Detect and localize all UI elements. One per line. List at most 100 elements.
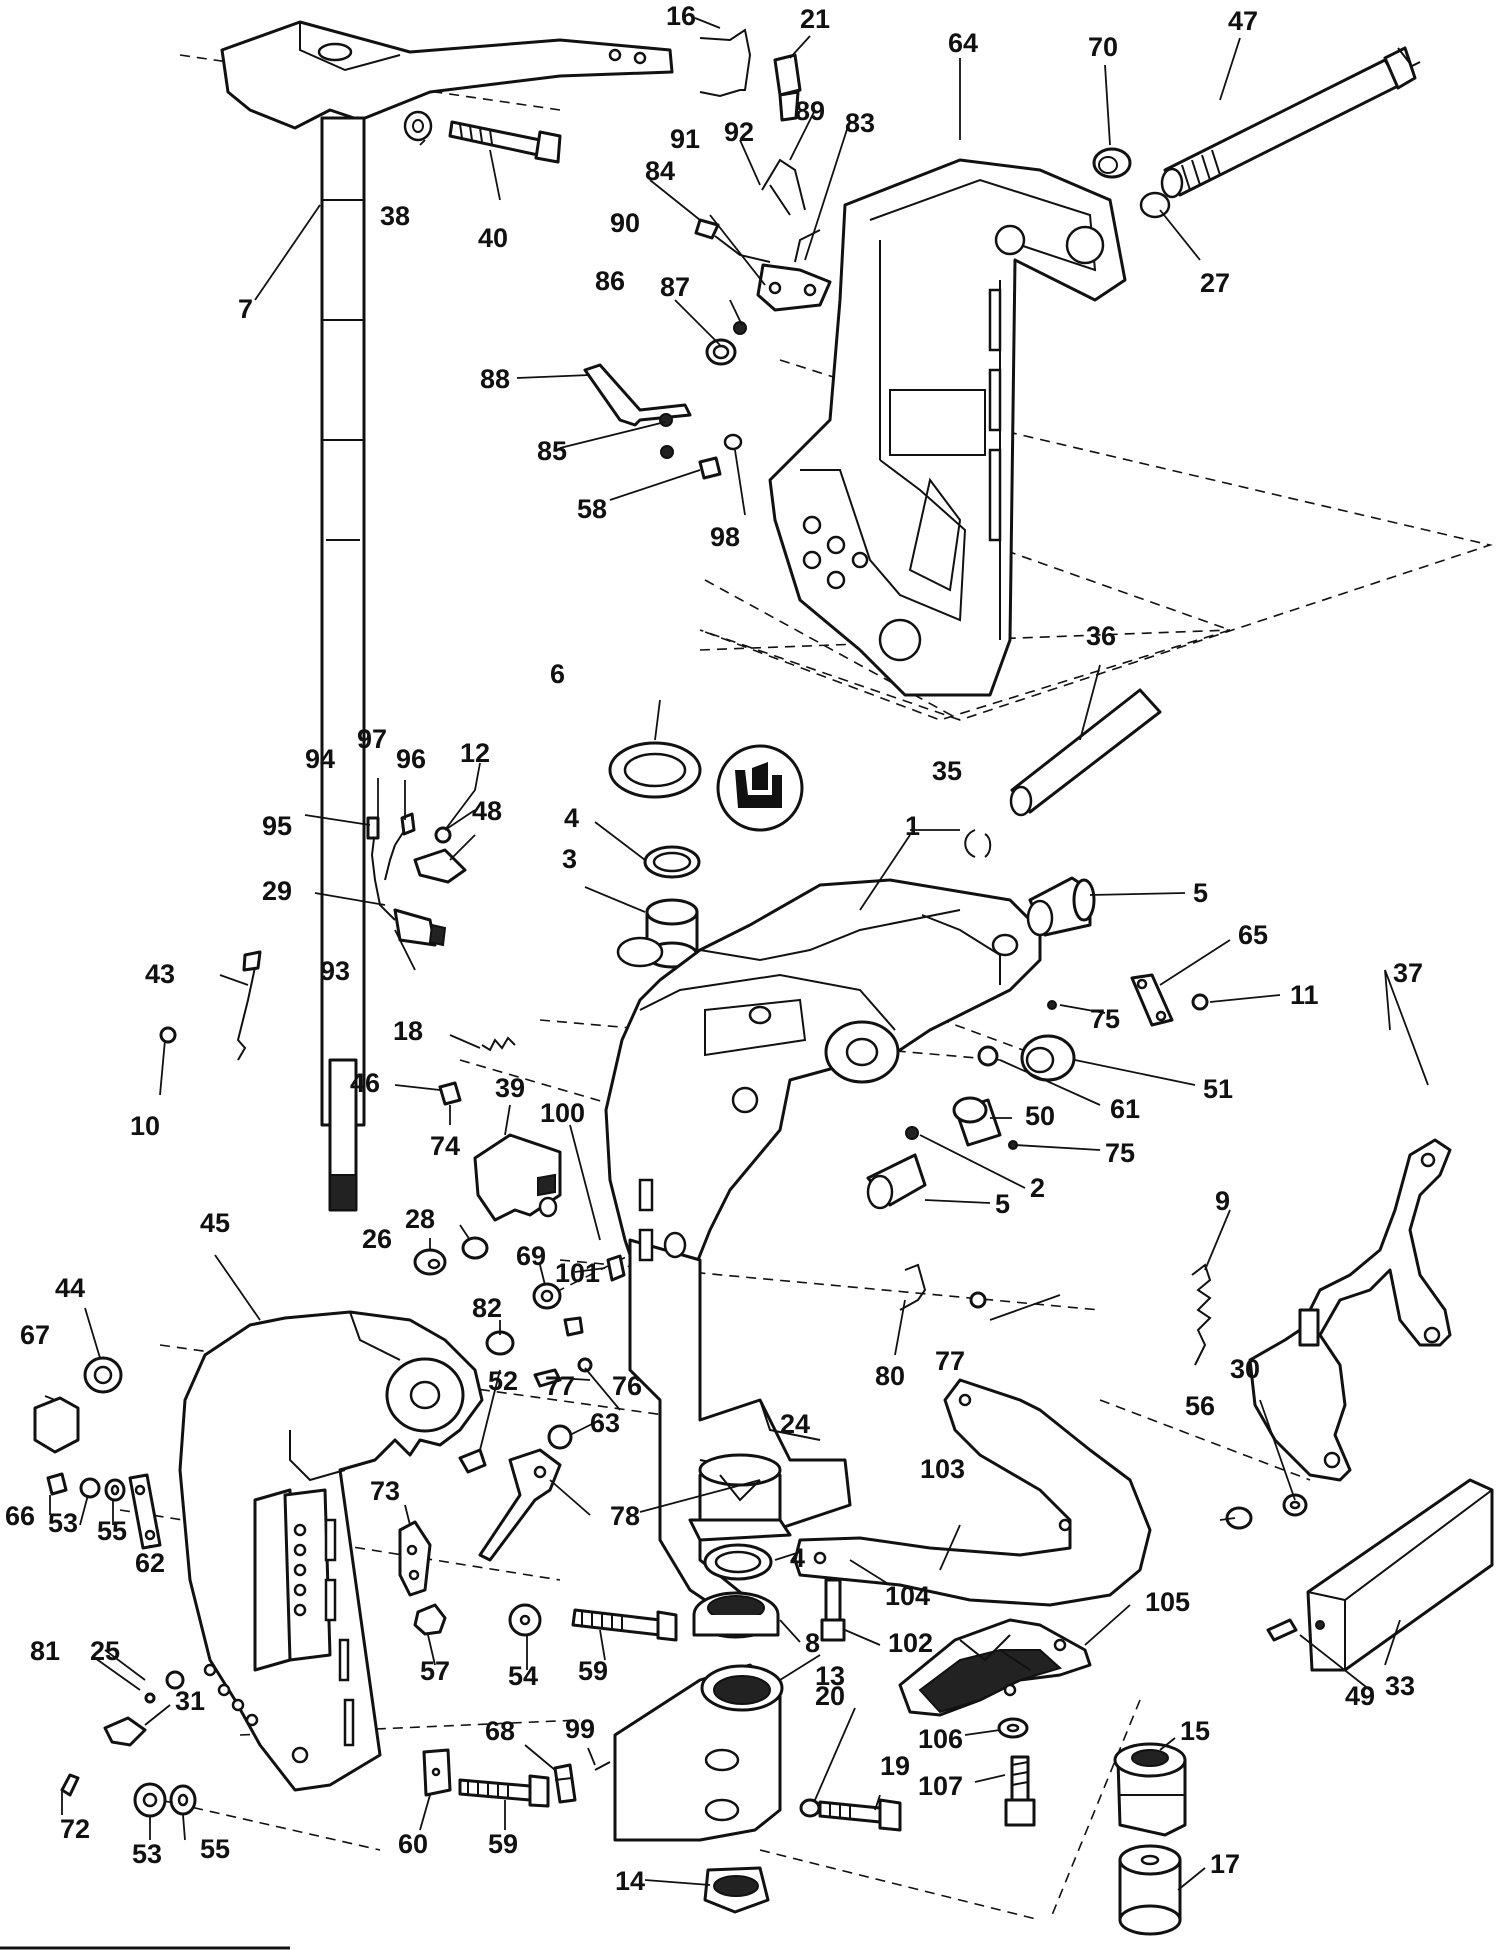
callout-24: 24 xyxy=(780,1409,810,1439)
callout-38: 38 xyxy=(380,201,410,231)
callout-75-upper: 75 xyxy=(1090,1004,1120,1034)
callout-35: 35 xyxy=(932,756,962,786)
part-4-bushing-upper xyxy=(643,845,701,879)
part-35-clip xyxy=(964,829,992,858)
trim-sender-group xyxy=(583,28,832,480)
part-66-cap xyxy=(46,1472,68,1496)
callout-44: 44 xyxy=(55,1273,85,1303)
callout-99: 99 xyxy=(565,1714,595,1744)
part-18-spring xyxy=(481,1036,516,1052)
part-48-clip xyxy=(413,848,467,884)
callout-78: 78 xyxy=(610,1501,640,1531)
callout-40: 40 xyxy=(478,223,508,253)
part-9-spring xyxy=(1191,1263,1212,1366)
callout-94: 94 xyxy=(305,744,335,774)
part-40-bolt xyxy=(448,120,562,164)
callout-65: 65 xyxy=(1238,920,1268,950)
callout-8: 8 xyxy=(805,1628,820,1658)
part-15-rubber-mount xyxy=(1113,1742,1187,1837)
callout-102: 102 xyxy=(888,1628,933,1658)
callout-70: 70 xyxy=(1088,32,1118,62)
part-46-pin xyxy=(438,1081,462,1106)
callout-5-upper: 5 xyxy=(1193,878,1208,908)
part-77-screw-center xyxy=(533,1368,562,1388)
callout-59-upper: 59 xyxy=(578,1656,608,1686)
callout-55-upper: 55 xyxy=(97,1516,127,1546)
callout-81: 81 xyxy=(30,1636,60,1666)
part-101-clip xyxy=(606,1254,626,1282)
callout-37: 37 xyxy=(1393,958,1423,988)
callout-50: 50 xyxy=(1025,1101,1055,1131)
part-11-screw xyxy=(1191,993,1209,1011)
part-4-bushing-lower xyxy=(703,1543,773,1581)
callout-84: 84 xyxy=(645,156,675,186)
callout-47: 47 xyxy=(1228,6,1258,36)
part-69-bushing xyxy=(532,1282,562,1310)
part-43-strap xyxy=(236,950,262,1061)
callout-77-center: 77 xyxy=(545,1371,575,1401)
callout-87: 87 xyxy=(660,272,690,302)
callout-101: 101 xyxy=(555,1258,600,1288)
callout-39: 39 xyxy=(495,1073,525,1103)
callout-63: 63 xyxy=(590,1408,620,1438)
callout-51: 51 xyxy=(1203,1074,1233,1104)
callout-98: 98 xyxy=(710,522,740,552)
part-55-washer-upper xyxy=(104,1478,126,1502)
callout-76: 76 xyxy=(612,1371,642,1401)
callout-13: 13 xyxy=(815,1661,845,1691)
callout-107: 107 xyxy=(918,1771,963,1801)
part-67-cap xyxy=(33,1396,80,1454)
callout-91: 91 xyxy=(670,124,700,154)
part-106-washer xyxy=(997,1717,1029,1739)
callout-46: 46 xyxy=(350,1068,380,1098)
callout-11: 11 xyxy=(1290,980,1319,1010)
part-25-nut xyxy=(165,1670,185,1690)
callout-53-lower: 53 xyxy=(132,1839,162,1869)
callout-67: 67 xyxy=(20,1320,50,1350)
callout-25: 25 xyxy=(90,1636,120,1666)
callout-57: 57 xyxy=(420,1656,450,1686)
part-14-nut xyxy=(703,1866,770,1914)
callout-74: 74 xyxy=(430,1131,460,1161)
part-38-washer xyxy=(403,110,433,142)
part-53-nut-upper xyxy=(79,1477,101,1499)
part-45-stern-bracket xyxy=(178,1310,484,1792)
callout-labels: 16 21 64 70 47 92 89 83 91 84 38 40 90 2… xyxy=(5,1,1423,1896)
part-30-washer xyxy=(1282,1493,1308,1517)
callout-82: 82 xyxy=(472,1293,502,1323)
part-27-ring xyxy=(1139,191,1171,219)
callout-69: 69 xyxy=(516,1241,546,1271)
part-19-bolt xyxy=(818,1798,902,1832)
callout-66: 66 xyxy=(5,1501,35,1531)
callout-10: 10 xyxy=(130,1111,160,1141)
callout-73: 73 xyxy=(370,1476,400,1506)
callout-26: 26 xyxy=(362,1224,392,1254)
callout-90: 90 xyxy=(610,208,640,238)
callout-95: 95 xyxy=(262,811,292,841)
part-5-upper-bushing xyxy=(1026,876,1096,937)
callout-96: 96 xyxy=(396,744,426,774)
callout-104: 104 xyxy=(885,1581,930,1611)
part-31-clip xyxy=(103,1716,147,1747)
callout-92: 92 xyxy=(724,117,754,147)
part-72-screw xyxy=(60,1773,80,1797)
part-50-bushing xyxy=(952,1096,1002,1147)
part-44-nut xyxy=(83,1356,123,1394)
callout-7: 7 xyxy=(238,294,253,324)
part-17-spacer xyxy=(1118,1844,1182,1936)
callout-53-upper: 53 xyxy=(48,1508,78,1538)
callout-85: 85 xyxy=(537,436,567,466)
part-33-block xyxy=(1306,1478,1494,1672)
part-57-bushing xyxy=(413,1603,447,1636)
callout-86: 86 xyxy=(595,266,625,296)
callout-20: 20 xyxy=(815,1681,845,1711)
callout-6: 6 xyxy=(550,659,565,689)
part-20-nut xyxy=(799,1798,821,1818)
part-49-screw xyxy=(1266,1618,1298,1642)
part-62-link xyxy=(128,1473,162,1550)
callout-68: 68 xyxy=(485,1716,515,1746)
callout-62: 62 xyxy=(135,1548,165,1578)
part-82-bolt xyxy=(485,1330,515,1356)
part-59-bolt-upper xyxy=(571,1608,678,1642)
